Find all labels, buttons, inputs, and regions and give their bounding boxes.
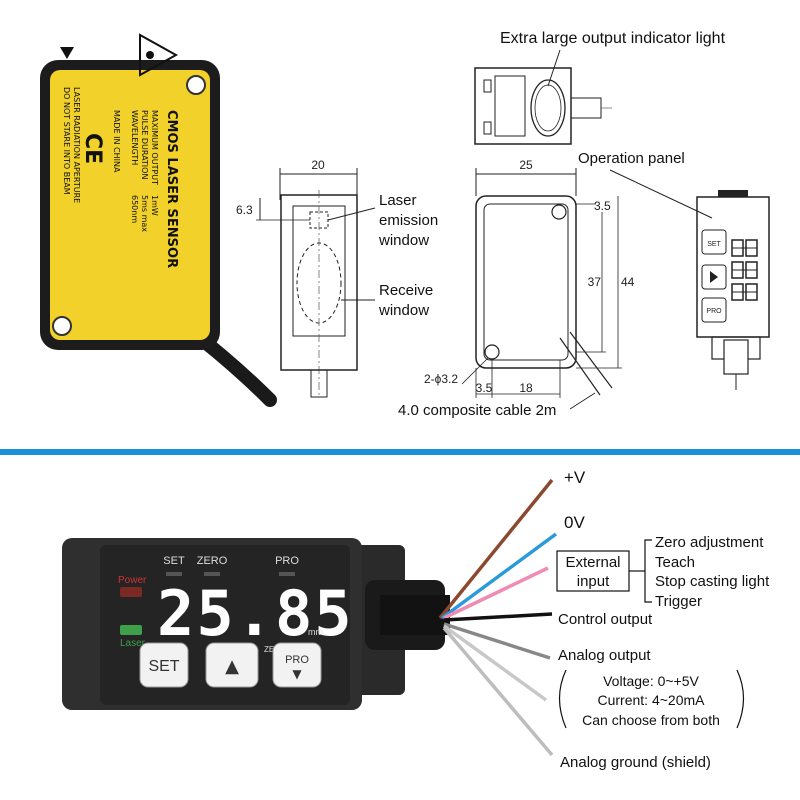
wire-harness	[438, 478, 558, 757]
indicator-label: Extra large output indicator light	[500, 30, 726, 47]
pro-button-label: PRO	[285, 654, 309, 666]
top-view-drawing: Extra large output indicator light	[474, 30, 726, 145]
sensor-label-plate	[50, 70, 210, 340]
spec-max-output-value: 1mW	[150, 195, 159, 216]
spec-pulse-value: 5ms max	[140, 195, 149, 232]
cable-label: 4.0 composite cable 2m	[398, 402, 556, 419]
wire-white	[442, 624, 548, 702]
analog-ground-label: Analog ground (shield)	[560, 754, 711, 771]
power-label: Power	[118, 575, 147, 586]
sensor-title: CMOS LASER SENSOR	[164, 110, 179, 268]
power-led	[120, 587, 142, 597]
side-dim-inner-height: 37	[588, 275, 602, 289]
panel-mini-display	[731, 239, 758, 301]
up-button[interactable]: ▲	[205, 642, 259, 688]
pro-button[interactable]: PRO ▼	[272, 642, 322, 688]
spec-wavelength-value: 650nm	[130, 195, 139, 223]
device-set-label: SET	[163, 555, 185, 567]
side-view-drawing: 25 3.5 37 44 3.5 18 2-ϕ3.2 4.0 composite…	[398, 158, 635, 419]
laser-hazard-dot	[146, 51, 154, 59]
svg-text:SET: SET	[707, 241, 721, 248]
panel-top-tab	[718, 190, 748, 197]
side-dim-bottom-length: 18	[519, 381, 533, 395]
laser-window-label-1: Laser	[379, 192, 417, 209]
front-dim-offset: 6.3	[236, 203, 253, 217]
wire-brown	[438, 478, 554, 620]
front-view-drawing: 20 6.3 Laser emission window Receive win…	[236, 158, 438, 398]
warning-arrow-icon	[60, 47, 74, 59]
wiring-labels: +V 0V External input Zero adjustment Tea…	[556, 468, 770, 771]
side-dim-width: 25	[519, 158, 533, 172]
ext-item-stop-casting: Stop casting light	[655, 573, 770, 590]
side-dim-hole-offset: 3.5	[594, 199, 611, 213]
device-zero-label: ZERO	[197, 555, 228, 567]
panel-view-drawing: Operation panel SET PRO	[578, 150, 770, 390]
spec-max-output-name: MAXIMUM OUTPUT	[150, 110, 159, 185]
analog-bracket-right	[736, 669, 745, 729]
mounting-hole-top	[186, 75, 206, 95]
warning-line2: DO NOT STARE INTO BEAM	[62, 87, 71, 195]
laser-led	[120, 625, 142, 635]
display-value: 25.85	[157, 577, 354, 650]
section-divider	[0, 449, 800, 455]
ext-item-teach: Teach	[655, 554, 695, 571]
top-panel-window	[494, 75, 526, 137]
analog-bracket-left	[558, 669, 567, 729]
up-arrow-icon: ▲	[225, 656, 239, 677]
external-input-line2: input	[577, 573, 610, 590]
panel-body-outline	[696, 196, 770, 338]
wire-black	[443, 612, 553, 622]
panel-cable-stub	[723, 339, 749, 375]
side-dim-bottom-offset: 3.5	[476, 381, 493, 395]
ext-item-trigger: Trigger	[655, 593, 702, 610]
analog-detail-current: Current: 4~20mA	[598, 692, 706, 708]
ext-item-zero-adjustment: Zero adjustment	[655, 534, 764, 551]
wire-pink	[443, 566, 549, 620]
external-input-bracket	[644, 539, 652, 603]
side-body-outline	[475, 195, 577, 369]
made-in: MADE IN CHINA	[112, 110, 121, 173]
set-button[interactable]: SET	[139, 642, 189, 688]
wire-gray	[443, 622, 551, 660]
seven-segment-display: 25.85 mm	[157, 577, 354, 650]
receive-window-label-2: window	[378, 302, 429, 319]
front-dim-width: 20	[311, 158, 325, 172]
panel-play-icon	[710, 271, 718, 283]
analog-detail-choose: Can choose from both	[582, 712, 720, 728]
receive-window-label-1: Receive	[379, 282, 433, 299]
warning-line1: LASER RADIATION APERTURE	[72, 87, 81, 203]
control-output-label: Control output	[558, 611, 653, 628]
external-input-line1: External	[565, 554, 620, 571]
side-hole-top	[551, 204, 567, 220]
device-photo: SET ZERO PRO Power Laser 25.85 mm SET ▲ …	[62, 538, 450, 710]
top-cable-stub	[570, 97, 602, 119]
front-cable-stub	[310, 369, 328, 398]
operation-panel-label: Operation panel	[578, 150, 685, 167]
side-dim-hole: 2-ϕ3.2	[424, 372, 458, 386]
wire-shield	[442, 626, 554, 757]
down-arrow-icon: ▼	[292, 667, 302, 681]
spec-wavelength-name: WAVELENGTH	[130, 110, 139, 165]
side-dim-total-height: 44	[621, 275, 635, 289]
plus-v-label: +V	[564, 468, 586, 487]
zero-v-label: 0V	[564, 513, 585, 532]
laser-hazard-icon	[139, 33, 179, 77]
laser-label: Laser	[120, 638, 146, 649]
svg-text:PRO: PRO	[706, 308, 722, 315]
laser-window-label-2: emission	[379, 212, 438, 229]
analog-detail-voltage: Voltage: 0~+5V	[603, 673, 699, 689]
ce-mark: CE	[80, 133, 105, 164]
wire-blue	[440, 532, 558, 620]
display-unit: mm	[308, 627, 323, 637]
analog-output-label: Analog output	[558, 647, 651, 664]
sensor-photo: CMOS LASER SENSOR MAXIMUM OUTPUT 1mW PUL…	[40, 33, 277, 407]
device-pro-label: PRO	[275, 555, 299, 567]
side-hole-bottom	[484, 344, 500, 360]
spec-pulse-name: PULSE DURATION	[140, 110, 149, 179]
mounting-hole-bottom	[52, 316, 72, 336]
laser-window-label-3: window	[378, 232, 429, 249]
set-button-label: SET	[148, 658, 179, 675]
indicator-light-icon	[530, 79, 566, 137]
